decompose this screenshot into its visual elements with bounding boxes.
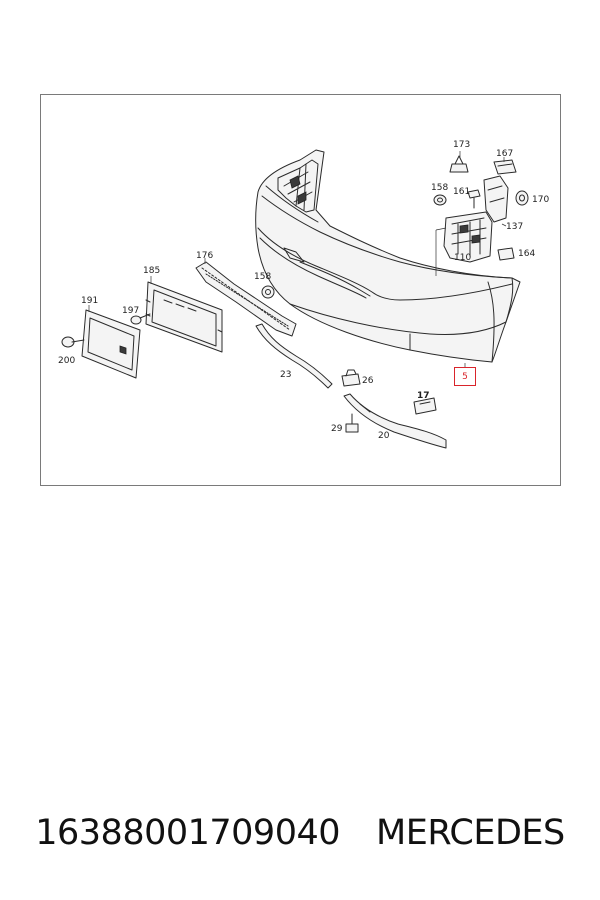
callout-197: 197: [122, 306, 139, 316]
callout-173: 173: [453, 140, 470, 150]
screw-200: [61, 336, 85, 348]
trim-strip-23: [255, 323, 333, 389]
callout-176: 176: [196, 251, 213, 261]
license-plate-base-191: [81, 305, 141, 379]
license-plate-holder-185: [145, 276, 223, 353]
screw-197: [130, 313, 151, 325]
callout-5-highlight: 5: [454, 367, 476, 386]
callout-167: 167: [496, 149, 513, 159]
callout-20: 20: [378, 431, 390, 441]
callout-158-lower: 158: [254, 272, 271, 282]
callout-170: 170: [532, 195, 549, 205]
washer-158-upper: [433, 194, 447, 206]
bolt-161: [467, 189, 481, 209]
callout-200: 200: [58, 356, 75, 366]
callout-5: 5: [462, 371, 468, 382]
callout-164: 164: [518, 249, 535, 259]
washer-158-lower: [261, 285, 275, 299]
footer: 16388001709040 MERCEDES: [0, 808, 600, 858]
fastener-173: [449, 151, 469, 173]
brand-name: MERCEDES: [376, 813, 565, 853]
callout-29: 29: [331, 424, 343, 434]
callout-17: 17: [417, 391, 430, 401]
lower-strip-20: [343, 393, 447, 449]
callout-137: 137: [506, 222, 523, 232]
bracket-17: [413, 397, 437, 415]
grille-176: [195, 258, 297, 337]
holder-137: [483, 175, 509, 227]
clip-167: [493, 157, 517, 175]
callout-161: 161: [453, 187, 470, 197]
callout-185: 185: [143, 266, 160, 276]
callout-110: 110: [454, 253, 471, 263]
callout-26: 26: [362, 376, 374, 386]
nut-170: [515, 190, 529, 206]
clip-164: [497, 247, 515, 261]
callout-158-upper: 158: [431, 183, 448, 193]
callout-191: 191: [81, 296, 98, 306]
part-number: 16388001709040: [35, 813, 341, 853]
screw-29: [345, 413, 359, 433]
bumper-cover: [255, 149, 521, 367]
callout-23: 23: [280, 370, 291, 380]
callout-labels: 173 167 158 161 170 137 164 110 176 158 …: [58, 140, 549, 441]
mounting-bracket-110: [435, 211, 493, 276]
clip-26: [341, 369, 361, 387]
